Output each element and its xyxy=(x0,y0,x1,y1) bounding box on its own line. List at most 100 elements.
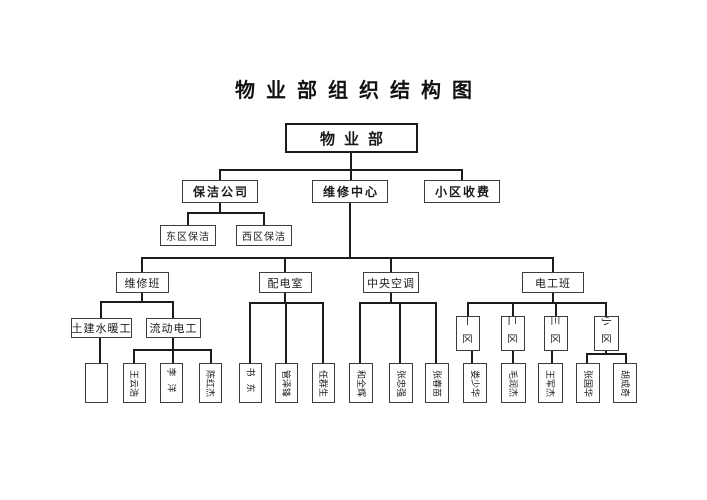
connector-line xyxy=(552,259,554,272)
connector-line xyxy=(284,259,286,272)
connector-line xyxy=(141,293,143,302)
org-node-label: 管泽锋 xyxy=(281,369,292,397)
org-node-label: 李洋 xyxy=(166,366,177,400)
org-node-zone2: 二区 xyxy=(501,315,525,352)
connector-line xyxy=(263,214,265,225)
org-node-label: 陈红杰 xyxy=(205,369,216,397)
org-node-liyang: 李洋 xyxy=(160,363,183,403)
org-node-label: 胡成奇 xyxy=(619,369,630,397)
org-node-zhangzhongqiang: 张忠强 xyxy=(389,363,413,403)
org-node-label: 毛润杰 xyxy=(508,369,519,397)
org-node-peidianshi: 配电室 xyxy=(259,272,312,293)
connector-line xyxy=(210,351,212,363)
org-node-label: 流动电工 xyxy=(149,323,198,335)
connector-line xyxy=(284,293,286,303)
org-node-zone1: 一区 xyxy=(456,315,480,352)
org-node-zhangguohua: 张国华 xyxy=(576,363,600,403)
org-node-label: 张春苗 xyxy=(431,369,442,397)
org-node-weixiu: 维修中心 xyxy=(312,180,388,203)
org-node-xiqu: 西区保洁 xyxy=(236,225,292,246)
org-node-diangong: 电工班 xyxy=(522,272,584,293)
org-node-label: 中央空调 xyxy=(367,277,415,290)
connector-line xyxy=(172,351,174,363)
org-node-zhangchunmiao: 张春苗 xyxy=(425,363,449,403)
connector-line xyxy=(359,304,361,363)
org-node-label: 电工班 xyxy=(535,277,571,290)
org-node-tujian: 土建水暖工 xyxy=(71,318,132,338)
connector-line xyxy=(625,355,627,363)
org-node-baojie: 保洁公司 xyxy=(182,180,258,203)
org-node-label: 王军杰 xyxy=(545,369,556,397)
connector-line xyxy=(435,304,437,363)
org-node-label: 小区 xyxy=(599,315,610,352)
connector-line xyxy=(467,302,607,304)
connector-line xyxy=(551,351,553,363)
connector-line xyxy=(249,304,251,363)
connector-line xyxy=(350,153,352,170)
org-node-vacant xyxy=(85,363,108,403)
connector-line xyxy=(219,203,221,213)
connector-line xyxy=(141,257,554,259)
connector-line xyxy=(555,304,557,316)
connector-line xyxy=(471,351,473,363)
connector-line xyxy=(141,259,143,272)
connector-line xyxy=(461,171,463,180)
connector-line xyxy=(586,355,588,363)
org-node-wangjunjie: 王军杰 xyxy=(538,363,563,403)
connector-line xyxy=(322,304,324,363)
org-node-weixiuban: 维修班 xyxy=(116,272,169,293)
org-node-label: 张国华 xyxy=(582,369,593,397)
connector-line xyxy=(399,304,401,363)
connector-line xyxy=(390,259,392,272)
connector-line xyxy=(350,171,352,180)
connector-line xyxy=(133,351,135,363)
org-node-label: 西区保洁 xyxy=(242,232,286,243)
org-node-hequanhui: 和全辉 xyxy=(349,363,373,403)
connector-line xyxy=(172,303,174,318)
org-node-label: 任群生 xyxy=(318,369,329,397)
org-node-label: 和全辉 xyxy=(355,369,366,397)
connector-line xyxy=(100,301,174,303)
connector-line xyxy=(133,349,212,351)
connector-line xyxy=(512,304,514,316)
org-node-dongqu: 东区保洁 xyxy=(160,225,216,246)
org-node-label: 配电室 xyxy=(267,277,304,290)
connector-line xyxy=(172,338,174,350)
org-node-root: 物业部 xyxy=(285,123,418,153)
org-node-label: 维修中心 xyxy=(322,185,379,199)
org-node-label: 张忠强 xyxy=(395,369,406,397)
org-node-loushaohua: 娄少华 xyxy=(463,363,487,403)
org-node-label: 二区 xyxy=(505,315,517,352)
org-node-liudong: 流动电工 xyxy=(146,318,201,338)
org-node-renqunsheng: 任群生 xyxy=(312,363,335,403)
org-node-wangyunhao: 王云浩 xyxy=(123,363,146,403)
org-node-label: 小区收费 xyxy=(434,185,491,199)
org-node-label: 保洁公司 xyxy=(192,185,249,199)
connector-line xyxy=(349,203,351,258)
page-title: 物业部组织结构图 xyxy=(235,80,483,102)
connector-line xyxy=(605,304,607,316)
connector-line xyxy=(100,303,102,318)
connector-line xyxy=(187,214,189,225)
connector-line xyxy=(586,353,627,355)
org-node-label: 维修班 xyxy=(124,277,161,290)
org-node-label: 东区保洁 xyxy=(166,232,210,243)
org-node-zone3: 三区 xyxy=(544,316,568,352)
org-node-zonex: 小区 xyxy=(594,315,619,352)
connector-line xyxy=(249,302,324,304)
org-node-label: 娄少华 xyxy=(469,369,480,397)
connector-line xyxy=(187,212,265,214)
org-node-guanzefeng: 管泽锋 xyxy=(275,363,298,403)
connector-line xyxy=(285,304,287,363)
org-node-huchengqi: 胡成奇 xyxy=(613,363,637,403)
org-node-label: 一区 xyxy=(460,315,472,352)
connector-line xyxy=(467,304,469,316)
org-node-label: 物业部 xyxy=(319,131,392,148)
connector-line xyxy=(359,302,437,304)
connector-line xyxy=(390,293,392,303)
connector-line xyxy=(219,171,221,180)
org-node-label: 王云浩 xyxy=(129,369,140,397)
connector-line xyxy=(99,338,101,363)
org-node-label: 书东 xyxy=(245,366,256,400)
